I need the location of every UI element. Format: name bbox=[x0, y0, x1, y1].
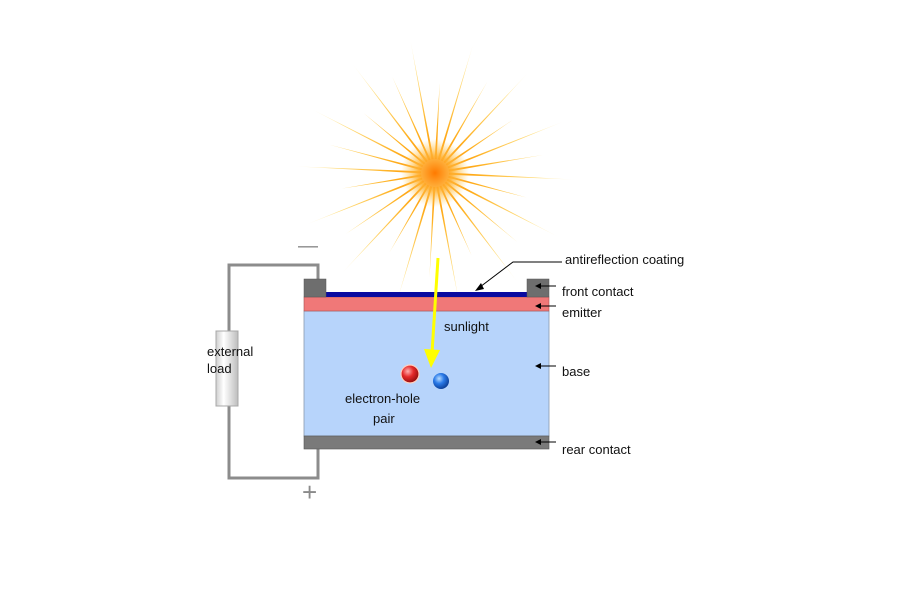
positive-terminal-sign: + bbox=[302, 477, 318, 507]
emitter-arrowhead bbox=[535, 303, 541, 309]
sun-ray bbox=[443, 73, 528, 164]
electron-hole-label-line1: electron-hole bbox=[345, 391, 421, 406]
sun-ray bbox=[329, 144, 422, 171]
sun-ray bbox=[397, 186, 433, 302]
sun-ray bbox=[353, 65, 428, 163]
sun-ray bbox=[342, 182, 427, 273]
sun-ray bbox=[448, 154, 544, 172]
base-label: base bbox=[562, 364, 591, 379]
load-label-line2: load bbox=[207, 361, 232, 376]
sun-ray bbox=[436, 186, 460, 304]
sun-ray bbox=[447, 121, 565, 169]
hole-icon bbox=[433, 373, 449, 389]
pointer-lines bbox=[479, 261, 562, 443]
resistor-icon bbox=[215, 330, 239, 407]
sunlight-label: sunlight bbox=[444, 319, 489, 334]
base-arrowhead bbox=[535, 363, 541, 369]
sun-ray bbox=[295, 166, 422, 174]
sun-ray bbox=[437, 44, 473, 160]
base-layer bbox=[303, 310, 550, 437]
rear-contact-arrowhead bbox=[535, 439, 541, 445]
electron-icon bbox=[400, 364, 420, 384]
negative-terminal-sign: — bbox=[298, 235, 318, 257]
sunlight-arrow bbox=[424, 257, 440, 368]
sun-ray bbox=[446, 178, 558, 237]
front-contact-right bbox=[526, 278, 550, 298]
sun-icon bbox=[295, 42, 575, 304]
sun-ray bbox=[444, 181, 518, 243]
sun-ray bbox=[305, 177, 423, 225]
sun-ray bbox=[448, 172, 575, 180]
front-contact-label: front contact bbox=[562, 284, 634, 299]
sun-ray bbox=[442, 183, 517, 281]
sun-ray bbox=[440, 81, 488, 162]
sun-ray bbox=[392, 76, 431, 161]
sun-ray bbox=[429, 186, 436, 278]
sun-ray bbox=[410, 42, 434, 160]
rear-contact-label: rear contact bbox=[562, 442, 631, 457]
load-label-line1: external bbox=[207, 344, 254, 359]
sun-ray bbox=[312, 109, 424, 168]
sun-core bbox=[401, 139, 469, 207]
rear-contact bbox=[303, 435, 550, 450]
antireflection-coating bbox=[326, 292, 527, 297]
front-contact-arrowhead bbox=[535, 283, 541, 289]
front-contact-left bbox=[303, 278, 327, 298]
antireflection-pointer bbox=[479, 261, 562, 288]
emitter-label: emitter bbox=[562, 305, 602, 320]
antireflection-arrowhead bbox=[475, 283, 484, 291]
emitter-layer bbox=[303, 296, 550, 312]
electron-hole-label-line2: pair bbox=[373, 411, 395, 426]
sun-ray bbox=[345, 180, 425, 234]
antireflection-label: antireflection coating bbox=[565, 252, 685, 267]
pointer-heads bbox=[475, 283, 541, 445]
